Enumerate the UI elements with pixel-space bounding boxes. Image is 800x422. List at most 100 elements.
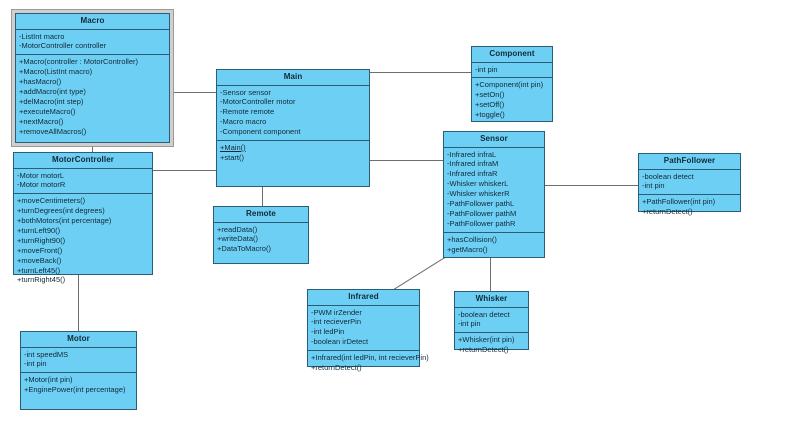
- method-row: +DataToMacro(): [217, 244, 271, 254]
- class-attributes-infrared: -PWM irZender -int recieverPin -int ledP…: [308, 306, 419, 352]
- class-box-component[interactable]: Component -int pin +Component(int pin) +…: [471, 46, 553, 122]
- class-title-motorcontroller: MotorController: [14, 153, 152, 169]
- attribute-row: -int pin: [24, 359, 47, 369]
- attribute-row: -Remote remote: [220, 107, 275, 117]
- connector-sensor-infrared: [389, 257, 445, 293]
- method-row: +Macro(ListInt macro): [19, 67, 93, 77]
- method-row: +setOn(): [475, 90, 505, 100]
- class-attributes-whisker: -boolean detect -int pin: [455, 308, 528, 334]
- class-title-remote: Remote: [214, 207, 308, 223]
- connector-macro-main: [170, 92, 216, 93]
- class-box-motorcontroller[interactable]: MotorController -Motor motorL -Motor mot…: [13, 152, 153, 284]
- class-title-main: Main: [217, 70, 369, 86]
- class-title-infrared: Infrared: [308, 290, 419, 306]
- attribute-row: -MotorController controller: [19, 41, 107, 51]
- method-row: +PathFollower(int pin): [642, 197, 716, 207]
- class-methods-component: +Component(int pin) +setOn() +setOff() +…: [472, 78, 552, 123]
- method-row: +turnDegrees(int degrees): [17, 206, 105, 216]
- method-row: +nextMacro(): [19, 116, 64, 126]
- attribute-row: -int pin: [475, 64, 498, 74]
- method-row: +hasCollision(): [447, 234, 497, 244]
- attribute-row: -Infrared infraM: [447, 159, 499, 169]
- method-row: +addMacro(int type): [19, 87, 86, 96]
- class-title-motor: Motor: [21, 332, 136, 348]
- attribute-row: -Sensor sensor: [220, 87, 271, 97]
- method-row: +Component(int pin): [475, 80, 544, 90]
- class-methods-motorcontroller: +moveCentimeters() +turnDegrees(int degr…: [14, 194, 152, 288]
- class-methods-main: +Main() +start(): [217, 141, 369, 166]
- method-row: +Main(): [220, 143, 246, 152]
- class-methods-motor: +Motor(int pin) +EnginePower(int percent…: [21, 373, 136, 398]
- method-row: +Infrared(int ledPin, int recieverPin): [311, 353, 429, 363]
- method-row: +returnDetect(): [311, 363, 362, 372]
- method-row: +Motor(int pin): [24, 375, 73, 385]
- attribute-row: -Component component: [220, 127, 301, 137]
- method-row: +turnLeft45(): [17, 265, 61, 275]
- attribute-row: -int ledPin: [311, 327, 345, 337]
- class-box-whisker[interactable]: Whisker -boolean detect -int pin +Whiske…: [454, 291, 529, 354]
- class-attributes-macro: -ListInt macro -MotorController controll…: [16, 30, 169, 56]
- method-row: +moveFront(): [17, 245, 63, 255]
- attribute-row: -Motor motorL: [17, 170, 65, 180]
- method-row: +start(): [220, 152, 244, 162]
- method-row: +turnRight90(): [17, 235, 66, 245]
- method-row: +moveBack(): [17, 255, 62, 265]
- class-title-pathfollower: PathFollower: [639, 154, 740, 170]
- attribute-row: -Motor motorR: [17, 180, 66, 190]
- attribute-row: -boolean irDetect: [311, 337, 369, 347]
- class-box-infrared[interactable]: Infrared -PWM irZender -int recieverPin …: [307, 289, 429, 372]
- class-box-remote[interactable]: Remote +readData() +writeData() +DataToM…: [213, 206, 309, 264]
- attribute-row: -Whisker whiskerL: [447, 179, 509, 189]
- class-attributes-sensor: -Infrared infraL -Infrared infraM -Infra…: [444, 148, 544, 233]
- class-box-motor[interactable]: Motor -int speedMS -int pin +Motor(int p…: [20, 331, 137, 410]
- attribute-row: -Macro macro: [220, 117, 267, 127]
- class-methods-remote: +readData() +writeData() +DataToMacro(): [214, 223, 308, 258]
- class-attributes-motorcontroller: -Motor motorL -Motor motorR: [14, 169, 152, 195]
- class-methods-infrared: +Infrared(int ledPin, int recieverPin) +…: [308, 351, 429, 376]
- attribute-row: -boolean detect: [458, 309, 510, 319]
- method-row: +setOff(): [475, 100, 505, 110]
- class-attributes-pathfollower: -boolean detect -int pin: [639, 170, 740, 196]
- class-methods-pathfollower: +PathFollower(int pin) +returnDetect(): [639, 195, 740, 220]
- connector-main-sensor: [370, 160, 443, 161]
- attribute-row: -PathFollower pathR: [447, 218, 516, 228]
- attribute-row: -MotorController motor: [220, 97, 296, 107]
- connector-motorcontroller-main: [152, 170, 216, 171]
- attribute-row: -int pin: [642, 181, 665, 191]
- class-title-macro: Macro: [16, 14, 169, 30]
- attribute-row: -PathFollower pathL: [447, 199, 515, 208]
- connector-sensor-whisker: [490, 257, 491, 291]
- class-title-sensor: Sensor: [444, 132, 544, 148]
- class-title-whisker: Whisker: [455, 292, 528, 308]
- method-row: +getMacro(): [447, 244, 488, 254]
- class-box-main[interactable]: Main -Sensor sensor -MotorController mot…: [216, 69, 370, 187]
- method-row: +returnDetect(): [458, 345, 509, 355]
- class-box-pathfollower[interactable]: PathFollower -boolean detect -int pin +P…: [638, 153, 741, 216]
- method-row: +turnLeft90(): [17, 226, 61, 235]
- connector-sensor-pathfollower: [545, 185, 638, 186]
- attribute-row: -Whisker whiskerR: [447, 189, 510, 199]
- class-attributes-component: -int pin: [472, 63, 552, 79]
- connector-motorcontroller-motor: [78, 274, 79, 331]
- attribute-row: -int speedMS: [24, 349, 69, 359]
- attribute-row: -ListInt macro: [19, 31, 65, 41]
- class-methods-macro: +Macro(controller : MotorController) +Ma…: [16, 55, 169, 139]
- class-attributes-motor: -int speedMS -int pin: [21, 348, 136, 374]
- method-row: +delMacro(int step): [19, 96, 84, 106]
- class-methods-whisker: +Whisker(int pin) +returnDetect(): [455, 333, 528, 358]
- attribute-row: -Infrared infraR: [447, 169, 498, 179]
- method-row: +bothMotors(int percentage): [17, 216, 112, 226]
- class-box-macro[interactable]: Macro -ListInt macro -MotorController co…: [15, 13, 170, 143]
- method-row: +Whisker(int pin): [458, 335, 515, 345]
- attribute-row: -int pin: [458, 319, 481, 329]
- method-row: +writeData(): [217, 234, 259, 244]
- method-row: +moveCentimeters(): [17, 196, 86, 206]
- method-row: +executeMacro(): [19, 106, 76, 116]
- attribute-row: -boolean detect: [642, 171, 694, 181]
- method-row: +readData(): [217, 224, 258, 234]
- class-box-sensor[interactable]: Sensor -Infrared infraL -Infrared infraM…: [443, 131, 545, 258]
- method-row: +EnginePower(int percentage): [24, 385, 126, 395]
- method-row: +toggle(): [475, 110, 505, 120]
- attribute-row: -Infrared infraL: [447, 149, 497, 159]
